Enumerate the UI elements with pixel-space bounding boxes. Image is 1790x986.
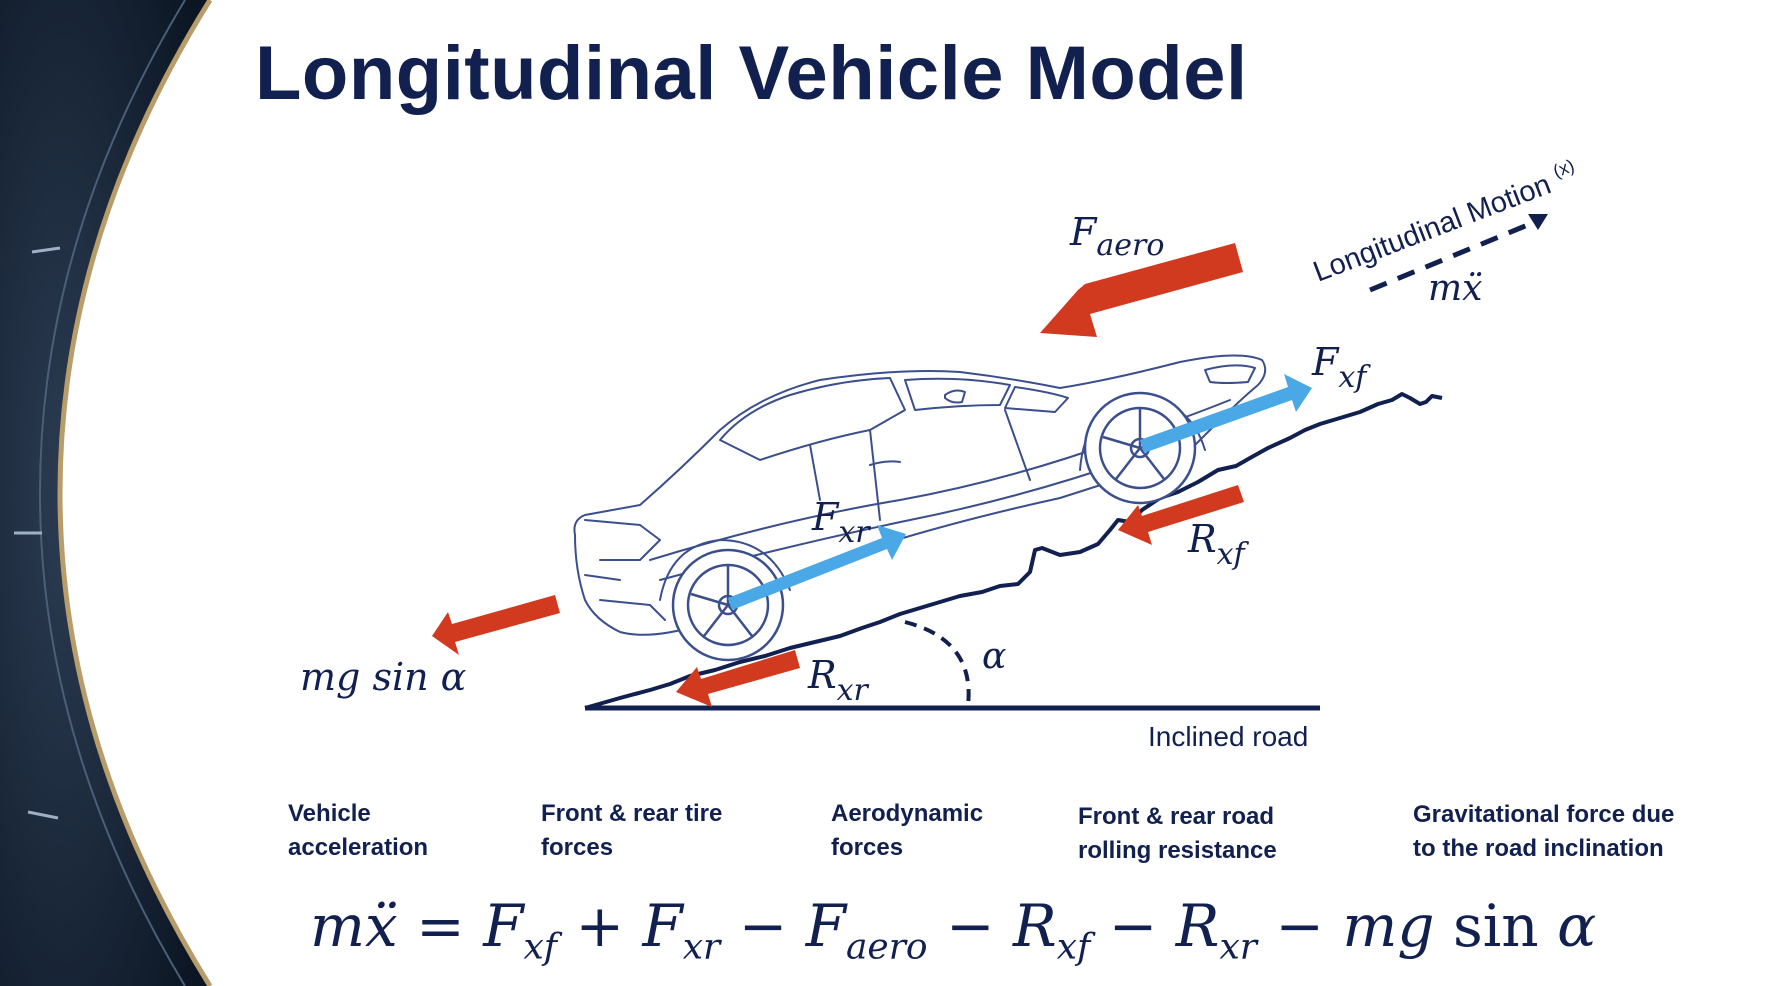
eq-op-minus-2: − bbox=[945, 892, 995, 960]
caption-gravitational: Gravitational force due to the road incl… bbox=[1413, 801, 1675, 862]
eq-lhs: mẍ bbox=[310, 892, 398, 960]
label-inclined-road: Inclined road bbox=[1148, 721, 1308, 752]
caption-rolling-resistance: Front & rear road rolling resistance bbox=[1078, 803, 1277, 864]
arc-tick bbox=[27, 810, 59, 820]
r-xr-arrow bbox=[676, 650, 800, 707]
label-r-xf: Rxf bbox=[1187, 517, 1250, 572]
eq-op-minus-1: − bbox=[738, 892, 788, 960]
label-f-xr: Fxr bbox=[811, 495, 871, 550]
label-f-xf: Fxf bbox=[1311, 340, 1371, 395]
front-wheel bbox=[1083, 391, 1197, 505]
rear-wheel bbox=[671, 548, 785, 662]
eq-op-minus-4: − bbox=[1275, 892, 1324, 960]
eq-term-faero-sub: aero bbox=[845, 926, 928, 968]
eq-term-fxf-base: F bbox=[483, 892, 524, 960]
inclined-road-line bbox=[584, 392, 1443, 710]
eq-term-faero-base: F bbox=[805, 892, 846, 960]
f-xr-arrow bbox=[728, 525, 906, 610]
label-alpha: α bbox=[982, 636, 1006, 677]
eq-term-mg: mg bbox=[1342, 892, 1435, 960]
r-xf-arrow bbox=[1118, 485, 1244, 545]
eq-op-minus-3: − bbox=[1108, 892, 1158, 960]
eq-term-rxr-sub: xr bbox=[1219, 926, 1257, 968]
caption-vehicle-acceleration: Vehicle acceleration bbox=[288, 800, 429, 861]
eq-op-plus: + bbox=[575, 892, 625, 960]
label-f-aero: Faero bbox=[1069, 210, 1164, 263]
label-m-xddot: mẍ bbox=[1428, 268, 1482, 309]
arc-tick bbox=[31, 246, 61, 254]
eq-term-fxr-sub: xr bbox=[682, 926, 721, 968]
eq-term-fxf-sub: xf bbox=[523, 926, 558, 968]
eq-term-fxr-base: F bbox=[642, 892, 683, 960]
blue-arrows bbox=[728, 374, 1312, 610]
red-arrows bbox=[432, 243, 1244, 707]
label-mg-sin-alpha: mg sin α bbox=[300, 655, 466, 699]
alpha-angle-arc bbox=[904, 620, 971, 706]
equation-of-motion: mẍ = Fxf + Fxr − Faero − Rxf − Rxr − mg … bbox=[310, 892, 1596, 968]
f-xf-arrow bbox=[1140, 374, 1312, 453]
eq-equals: = bbox=[416, 892, 465, 960]
caption-tire-forces: Front & rear tire forces bbox=[541, 800, 723, 861]
eq-term-rxr-base: R bbox=[1175, 892, 1220, 960]
f-aero-arrow bbox=[1040, 243, 1243, 337]
eq-term-sin: sin bbox=[1452, 892, 1539, 960]
eq-term-alpha: α bbox=[1557, 892, 1597, 960]
mg-sin-arrow bbox=[432, 595, 560, 655]
label-r-xr: Rxr bbox=[807, 653, 870, 708]
slide-title: Longitudinal Vehicle Model bbox=[255, 31, 1248, 116]
eq-term-rxf-base: R bbox=[1013, 892, 1057, 960]
caption-aero-forces: Aerodynamic forces bbox=[831, 800, 984, 861]
eq-term-rxf-sub: xf bbox=[1056, 926, 1091, 968]
longitudinal-motion-arrow bbox=[1369, 214, 1548, 293]
car-illustration bbox=[573, 354, 1267, 636]
